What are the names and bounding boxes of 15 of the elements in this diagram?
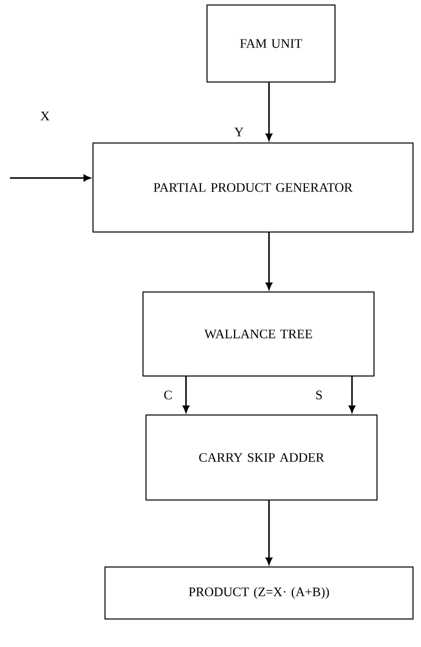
edge-label: X — [40, 112, 50, 120]
process-box: CARRY SKIP ADDER — [146, 414, 378, 500]
process-box: PARTIAL PRODUCT GENERATOR — [92, 142, 414, 232]
edge-label: C — [164, 390, 172, 400]
edge-label: S — [316, 390, 322, 400]
process-box: FAM UNIT — [206, 4, 336, 82]
arrow — [266, 232, 272, 290]
process-box: PRODUCT (Z=X· (A+B)) — [104, 566, 414, 620]
arrow — [10, 174, 91, 182]
arrow — [266, 82, 272, 141]
process-box: WALLANCE TREE — [142, 292, 374, 376]
arrow — [348, 376, 356, 413]
arrow — [266, 500, 272, 565]
arrow — [182, 376, 190, 413]
edge-label: Y — [234, 128, 244, 136]
